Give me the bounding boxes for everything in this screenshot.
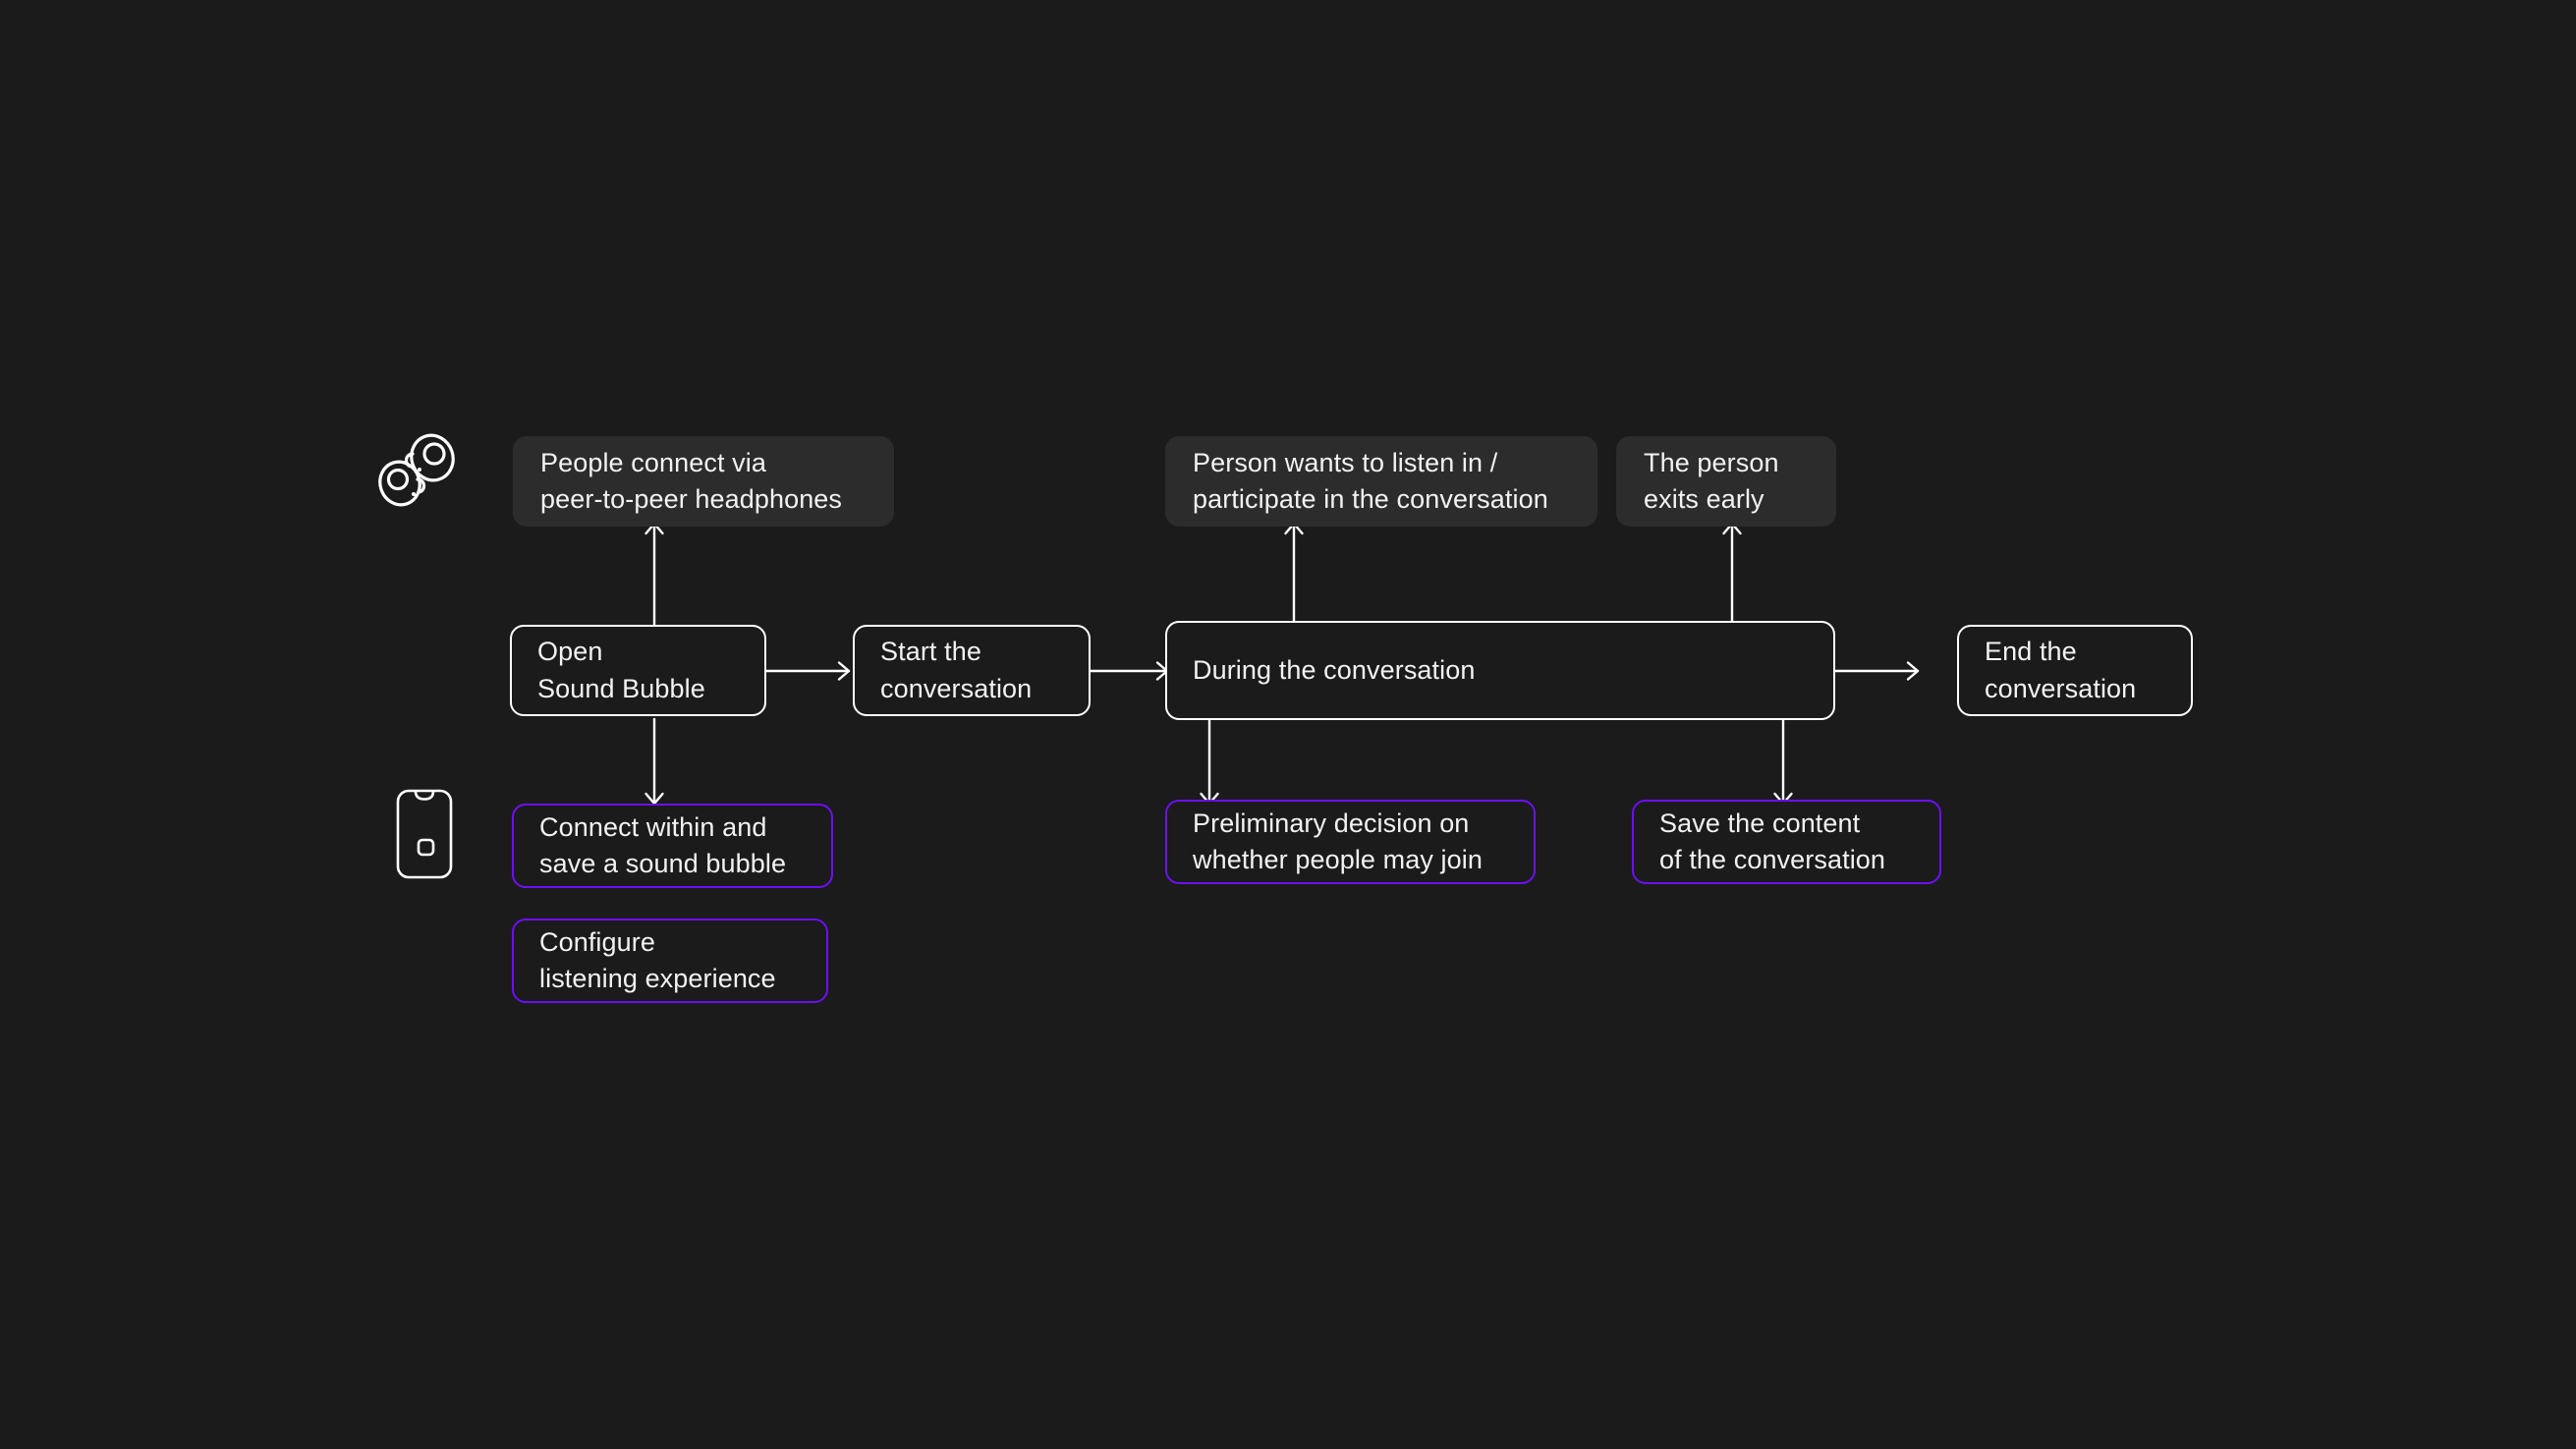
node-end-conversation[interactable]: End the conversation [1957, 625, 2193, 716]
node-open-sound-bubble-label: Open Sound Bubble [537, 637, 705, 703]
node-people-connect-label: People connect via peer-to-peer headphon… [540, 447, 843, 514]
arrow-during-to-save-content [1772, 717, 1794, 806]
node-person-exits-early-label: The person exits early [1644, 447, 1779, 514]
node-preliminary-decision[interactable]: Preliminary decision on whether people m… [1165, 800, 1536, 884]
node-preliminary-decision-label: Preliminary decision on whether people m… [1193, 808, 1483, 874]
arrow-open-to-people-connect [644, 522, 665, 632]
node-connect-within-save[interactable]: Connect within and save a sound bubble [512, 804, 833, 888]
node-during-conversation-label: During the conversation [1193, 654, 1476, 685]
node-people-connect[interactable]: People connect via peer-to-peer headphon… [513, 436, 894, 527]
node-person-wants-listen[interactable]: Person wants to listen in / participate … [1165, 436, 1597, 527]
node-end-conversation-label: End the conversation [1985, 637, 2137, 703]
node-person-exits-early[interactable]: The person exits early [1616, 436, 1836, 527]
node-save-content-label: Save the content of the conversation [1659, 808, 1886, 874]
node-start-conversation-label: Start the conversation [880, 637, 1033, 703]
node-person-wants-listen-label: Person wants to listen in / participate … [1193, 447, 1548, 514]
arrow-during-to-end [1833, 660, 1920, 682]
arrow-start-to-during [1089, 660, 1169, 682]
smartphone-icon [396, 789, 453, 879]
node-open-sound-bubble[interactable]: Open Sound Bubble [510, 625, 766, 716]
node-connect-within-save-label: Connect within and save a sound bubble [539, 811, 787, 878]
arrow-during-to-preliminary [1199, 717, 1220, 806]
arrow-open-to-start [764, 660, 851, 682]
arrow-during-to-person-wants [1283, 522, 1305, 632]
node-configure-listening[interactable]: Configure listening experience [512, 919, 828, 1003]
node-during-conversation[interactable]: During the conversation [1165, 621, 1835, 720]
node-start-conversation[interactable]: Start the conversation [853, 625, 1091, 716]
earbuds-icon [378, 432, 467, 511]
arrow-open-to-connect-within [644, 717, 665, 806]
node-save-content[interactable]: Save the content of the conversation [1632, 800, 1941, 884]
node-configure-listening-label: Configure listening experience [539, 926, 776, 993]
arrow-during-to-person-exits [1721, 522, 1743, 632]
